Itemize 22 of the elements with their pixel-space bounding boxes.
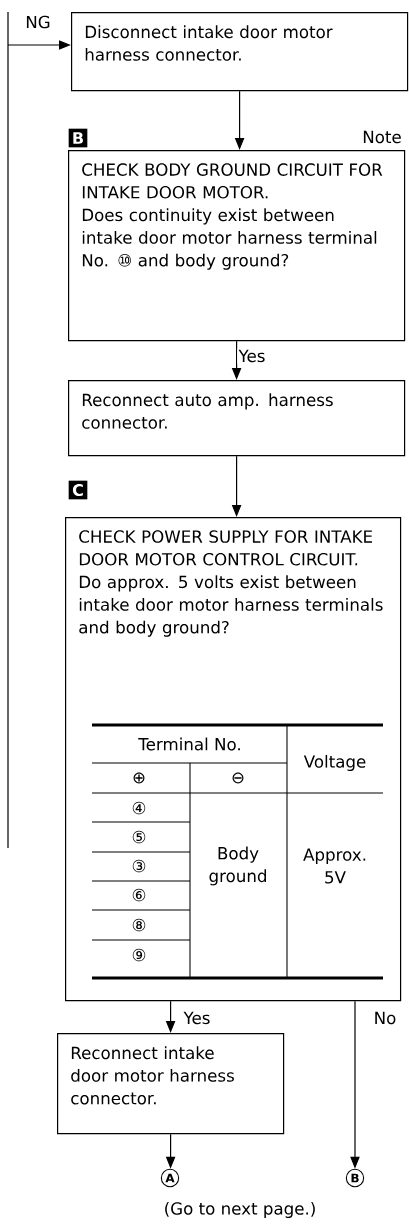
table-cell: ⑧ <box>132 918 146 932</box>
table-cell: Approx. 5V <box>303 848 366 884</box>
edge-label: NG <box>23 14 53 30</box>
table-cell: Terminal No. <box>138 737 240 751</box>
table-cell: ⊖ <box>232 772 244 784</box>
edge-label: Yes <box>182 1010 212 1026</box>
table-cell: Body ground <box>209 846 266 886</box>
table-cell: ④ <box>132 801 146 815</box>
table-cell: ③ <box>132 859 146 873</box>
note-label: Note <box>363 130 401 144</box>
table-cell: ⑤ <box>132 830 146 844</box>
table-cell: ⊕ <box>133 772 145 784</box>
table-cell: ⑥ <box>132 888 146 902</box>
process-box: Disconnect intake door motor harness connector. <box>71 12 409 92</box>
edge-label: Yes <box>237 348 267 364</box>
edge-label: No <box>372 1010 398 1026</box>
note-text: (Go to next page.) <box>165 1201 315 1219</box>
process-box: Reconnect auto amp. harness connector. <box>68 380 406 457</box>
process-box: CHECK BODY GROUND CIRCUIT FOR INTAKE DOOR MOTOR. Does continuity exist between intake door motor harness terminal No. ⑩ and body ground? <box>68 150 406 342</box>
table-cell: Voltage <box>303 754 366 772</box>
process-box: Reconnect intake door motor harness connector. <box>57 1033 285 1135</box>
table-cell: ⑨ <box>132 948 146 962</box>
